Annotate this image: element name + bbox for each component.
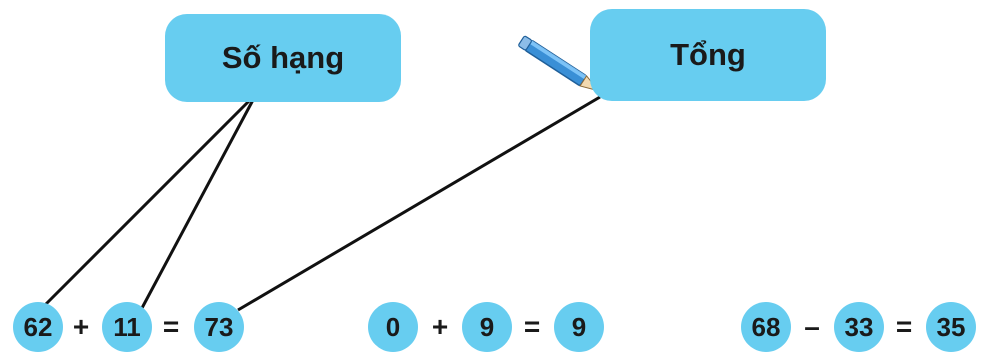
eq1-operator: + [72, 311, 90, 342]
eq2-result: 9 [554, 302, 604, 352]
sum-label-box: Tổng [590, 9, 826, 101]
eq1-equals: = [162, 311, 180, 342]
eq3-minuend: 68 [741, 302, 791, 352]
eq1-result: 73 [194, 302, 244, 352]
line-addend-to-11 [140, 99, 255, 309]
eq3-subtrahend: 33 [834, 302, 884, 352]
eq1-addend-a: 62 [13, 302, 63, 352]
addend-label: Số hạng [221, 40, 345, 75]
eq2-addend-a: 0 [368, 302, 418, 352]
eq2-equals: = [523, 311, 541, 342]
eq3-result: 35 [926, 302, 976, 352]
eq3-equals: = [895, 311, 913, 342]
eq1-addend-b: 11 [102, 302, 152, 352]
eq3-operator: – [804, 311, 820, 342]
eq2-operator: + [431, 311, 449, 342]
eq2-addend-b: 9 [462, 302, 512, 352]
addend-label-box: Số hạng [165, 14, 401, 102]
line-addend-to-62 [40, 98, 252, 310]
sum-label: Tổng [670, 37, 746, 72]
line-sum-to-73 [237, 95, 601, 312]
